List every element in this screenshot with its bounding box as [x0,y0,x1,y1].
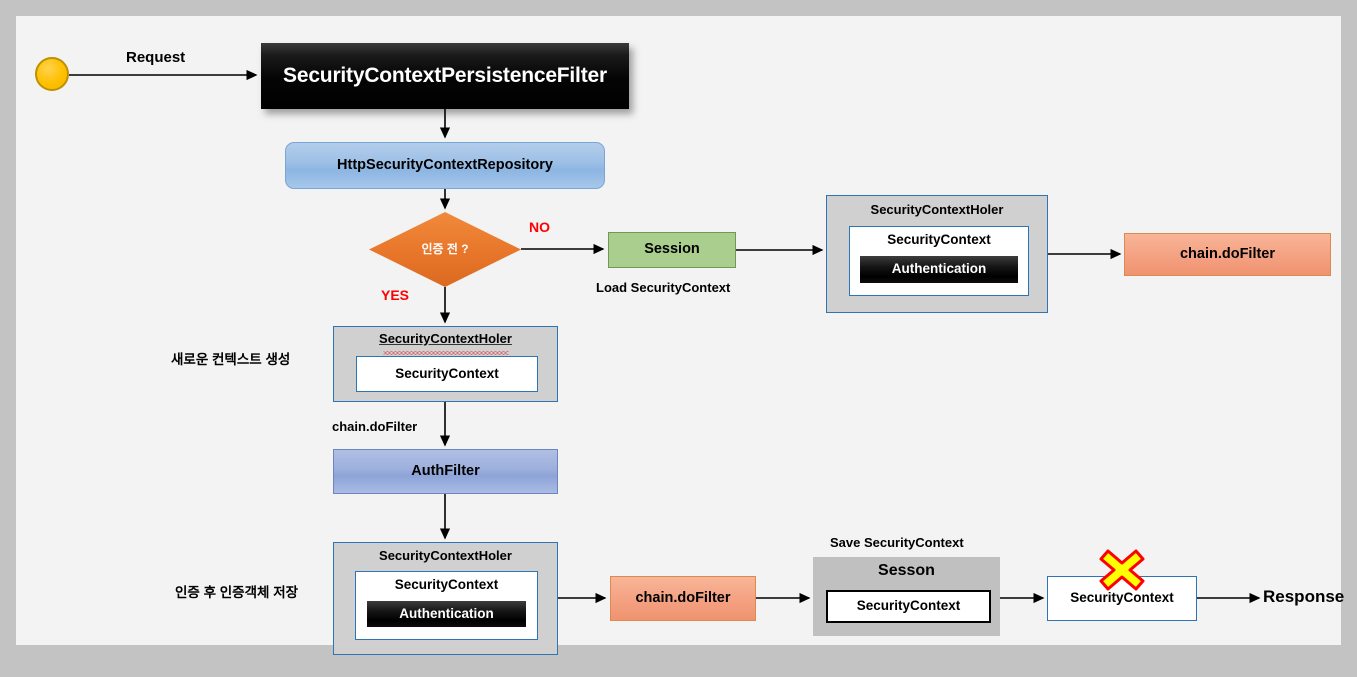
sch-top-security-context-label: SecurityContext [887,232,991,247]
spellcheck-squiggle-icon [383,351,508,355]
sch-top-authentication[interactable]: Authentication [860,256,1018,283]
sch-bot-authentication[interactable]: Authentication [367,601,526,627]
http-security-context-repository-node[interactable]: HttpSecurityContextRepository [285,142,605,189]
yes-branch-label: YES [381,287,410,303]
security-context-final-node[interactable]: SecurityContext [1047,576,1197,621]
sch-top-title: SecurityContextHoler [870,202,1004,217]
decision-label: 인증 전 ? [421,241,469,256]
start-node[interactable] [35,57,69,91]
sch-bot-security-context[interactable]: SecurityContext Authentication [355,571,538,640]
sesson-title: Sesson [878,562,935,579]
response-label: Response [1263,587,1345,606]
request-label: Request [126,49,186,66]
new-context-created-label: 새로운 컨텍스트 생성 [171,352,291,367]
security-context-holder-middle[interactable]: SecurityContextHoler SecurityContext [333,326,558,402]
sch-bot-title: SecurityContextHoler [379,548,512,563]
x-mark-icon [1099,549,1145,591]
sch-top-security-context[interactable]: SecurityContext Authentication [849,226,1029,296]
load-security-context-label: Load SecurityContext [596,280,731,295]
diagram-surface: SecurityContextPersistenceFilter HttpSec… [16,16,1345,655]
sesson-node[interactable]: Sesson SecurityContext [813,557,1000,636]
no-branch-label: NO [529,219,550,235]
security-context-holder-top[interactable]: SecurityContextHoler SecurityContext Aut… [826,195,1048,313]
session-node[interactable]: Session [608,232,736,268]
chain-do-filter-bottom-node[interactable]: chain.doFilter [610,576,756,621]
auth-filter-node[interactable]: AuthFilter [333,449,558,494]
diagram-canvas: SecurityContextPersistenceFilter HttpSec… [16,16,1345,655]
security-context-holder-bottom[interactable]: SecurityContextHoler SecurityContext Aut… [333,542,558,655]
authentication-saved-label: 인증 후 인증객체 저장 [175,585,299,600]
sch-mid-title: SecurityContextHoler [379,331,512,346]
chain-do-filter-label: chain.doFilter [332,419,418,434]
authentication-check-decision[interactable]: 인증 전 ? [369,212,521,287]
chain-do-filter-top-node[interactable]: chain.doFilter [1124,233,1331,276]
sch-mid-security-context[interactable]: SecurityContext [356,356,538,392]
save-security-context-label: Save SecurityContext [830,535,964,550]
security-context-persistence-filter-node[interactable]: SecurityContextPersistenceFilter [261,43,629,109]
sesson-security-context[interactable]: SecurityContext [826,590,991,623]
sch-bot-security-context-label: SecurityContext [394,577,499,592]
